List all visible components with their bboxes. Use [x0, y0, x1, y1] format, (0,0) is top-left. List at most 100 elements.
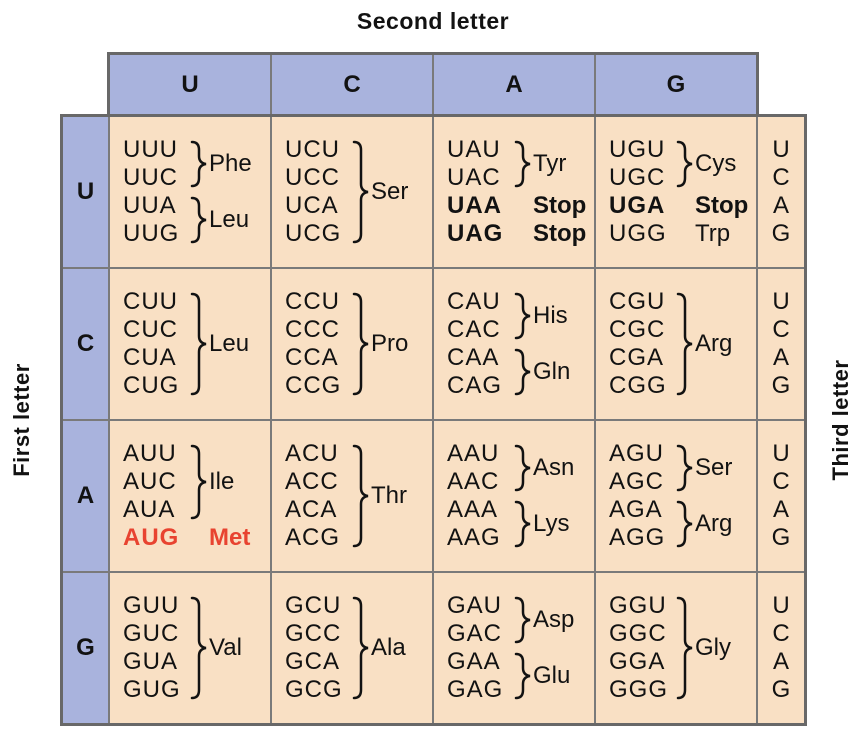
amino-acid-label: Tyr — [533, 150, 567, 177]
amino-acid-label: Lys — [533, 510, 570, 537]
third-letter-A: A — [772, 648, 789, 675]
third-letter-C: C — [772, 468, 790, 495]
second-letter-header-U: U — [110, 55, 270, 114]
amino-acid-label: Arg — [695, 330, 733, 357]
codon: CAA — [447, 344, 500, 371]
first-letter-header-A: A — [63, 421, 108, 571]
brace-icon — [352, 596, 369, 700]
first-letter-axis-title: First letter — [9, 363, 34, 477]
amino-acid-label: Phe — [209, 150, 252, 177]
codon: GAC — [447, 620, 503, 647]
codon: AAG — [447, 524, 501, 551]
brace-icon — [352, 292, 369, 396]
amino-acid-label: Trp — [695, 220, 731, 247]
codon: GAG — [447, 676, 504, 703]
codon: UAA — [447, 192, 502, 219]
codon: UCU — [285, 136, 340, 163]
codon: CAG — [447, 372, 503, 399]
codon: GAU — [447, 592, 503, 619]
codon: AUG — [123, 524, 180, 551]
codon: CCC — [285, 316, 340, 343]
codon: UUC — [123, 164, 178, 191]
amino-acid-label: Asp — [533, 606, 575, 633]
brace-icon — [190, 444, 207, 520]
brace-icon — [352, 140, 369, 244]
first-letter-header-G: G — [63, 573, 108, 723]
codon: GGC — [609, 620, 667, 647]
brace-icon — [190, 140, 207, 188]
codon: GUG — [123, 676, 181, 703]
brace-icon — [352, 444, 369, 548]
amino-acid-label: Stop — [695, 192, 749, 219]
amino-acid-label: Asn — [533, 454, 575, 481]
brace-icon — [514, 292, 531, 340]
codon: UCA — [285, 192, 339, 219]
codon: CGG — [609, 372, 667, 399]
amino-acid-label: Ile — [209, 468, 235, 495]
codon: UAG — [447, 220, 504, 247]
third-letter-G: G — [771, 524, 791, 551]
amino-acid-label: His — [533, 302, 568, 329]
codon: UUG — [123, 220, 180, 247]
codon: ACC — [285, 468, 339, 495]
third-letter-A: A — [772, 192, 789, 219]
codon: GGA — [609, 648, 666, 675]
third-letter-C: C — [772, 620, 790, 647]
third-letter-U: U — [772, 288, 790, 315]
first-letter-header-C: C — [63, 269, 108, 419]
codon: UCG — [285, 220, 342, 247]
codon: CCA — [285, 344, 339, 371]
codon: UGG — [609, 220, 667, 247]
brace-icon — [676, 292, 693, 396]
codon: UAC — [447, 164, 501, 191]
second-letter-header-G: G — [596, 55, 756, 114]
codon: CUA — [123, 344, 177, 371]
amino-acid-label: Leu — [209, 206, 250, 233]
codon: CGU — [609, 288, 666, 315]
third-letter-U: U — [772, 440, 790, 467]
codon: AGA — [609, 496, 663, 523]
codon: GUA — [123, 648, 179, 675]
codon: GGU — [609, 592, 667, 619]
brace-icon — [190, 596, 207, 700]
third-letter-G: G — [771, 372, 791, 399]
codon: AAU — [447, 440, 500, 467]
amino-acid-label: Thr — [371, 482, 407, 509]
codon: AUC — [123, 468, 177, 495]
third-letter-C: C — [772, 316, 790, 343]
first-letter-header-U: U — [63, 117, 108, 267]
brace-icon — [514, 444, 531, 492]
codon: AGU — [609, 440, 665, 467]
second-letter-axis-title: Second letter — [356, 8, 510, 34]
